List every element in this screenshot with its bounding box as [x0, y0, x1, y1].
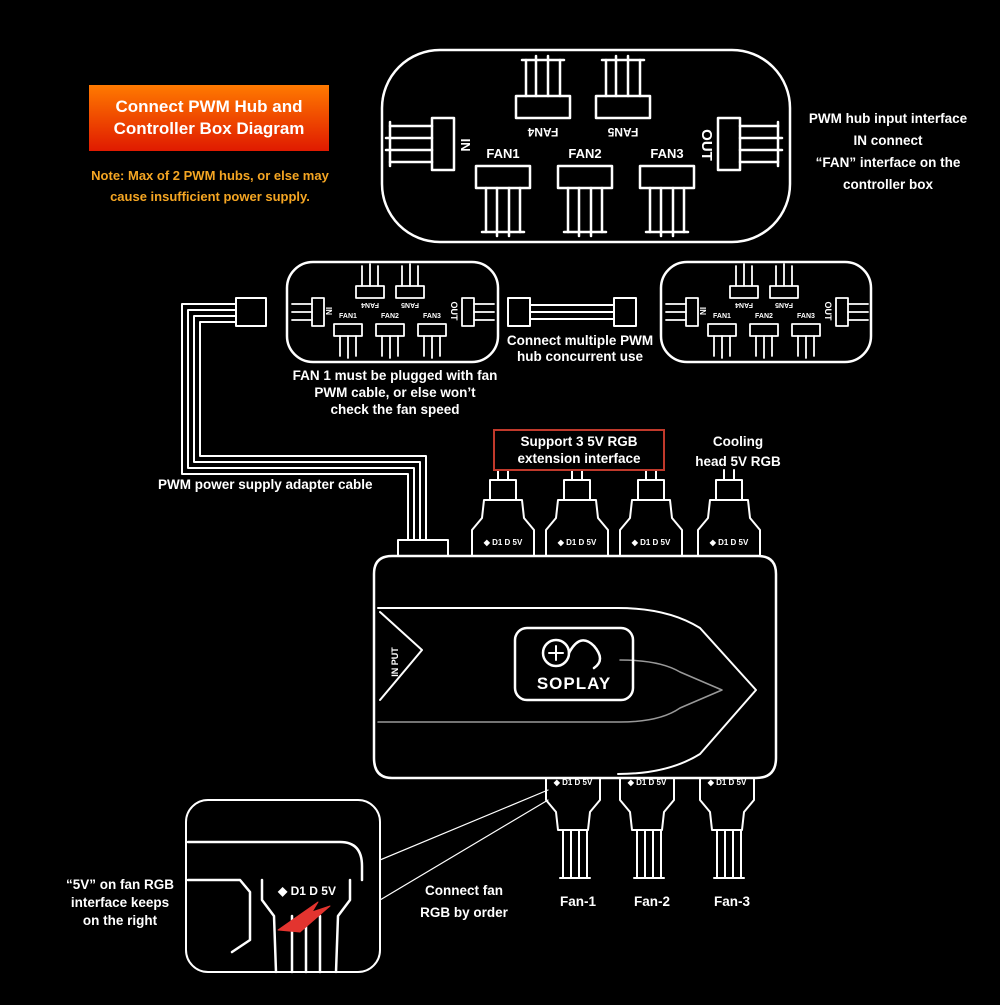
hub-large-out-header [716, 116, 784, 172]
rgb-pin-label-3: ◆ D1 D 5V [631, 538, 671, 547]
zoom-callout-detail [186, 840, 364, 974]
controller-brand: SOPLAY [536, 674, 612, 693]
fan-pin-label-2: ◆ D1 D 5V [627, 778, 667, 787]
fan-pin-label-1: ◆ D1 D 5V [553, 778, 593, 787]
pwm-cable-label: PWM power supply adapter cable [158, 477, 373, 492]
fan-pin-label-3: ◆ D1 D 5V [707, 778, 747, 787]
hub-small-left-headers [291, 263, 495, 359]
zoom-line-2 [379, 799, 549, 901]
hub-small-left-fan2-label: FAN2 [381, 313, 399, 320]
hub-large-fan1-header [474, 164, 532, 238]
zoom-pin-label: ◆ D1 D 5V [278, 884, 336, 898]
five-v-note-label: “5V” on fan RGB interface keeps on the r… [65, 877, 174, 928]
title-badge: Connect PWM Hub and Controller Box Diagr… [89, 85, 329, 151]
hub-input-label: PWM hub input interface IN connect “FAN”… [808, 111, 968, 192]
hub-large-fan5-header [594, 54, 652, 120]
pwm-adapter-cable [181, 297, 449, 557]
arrow-icon [277, 901, 331, 933]
hub-small-right-in-label: IN [698, 307, 707, 315]
diagram-title: Connect PWM Hub and Controller Box Diagr… [113, 97, 305, 138]
hub-small-left-fan1-label: FAN1 [339, 313, 357, 320]
hub-large-in-label: IN [458, 138, 473, 152]
hub-small-right-headers [665, 263, 869, 359]
support-rgb-label: Support 3 5V RGB extension interface [517, 434, 641, 466]
connect-fan-rgb-label: Connect fan RGB by order [420, 883, 508, 920]
power-note: Note: Max of 2 PWM hubs, or else may cau… [91, 168, 329, 204]
fan-rgb-outputs [545, 777, 755, 879]
hub-large-out-label: OUT [698, 129, 715, 161]
rgb-pin-label-4: ◆ D1 D 5V [709, 538, 749, 547]
cooling-head-label: Cooling head 5V RGB [695, 434, 781, 469]
hub-small-right-fan4-label: FAN4 [735, 301, 753, 308]
hub-small-right-fan1-label: FAN1 [713, 313, 731, 320]
hub-small-left-in-label: IN [324, 307, 333, 315]
hub-small-left-outline [285, 260, 500, 364]
hub-small-right-fan5-label: FAN5 [775, 301, 793, 308]
hub-small-left-fan4-label: FAN4 [361, 301, 379, 308]
hub-small-left-fan5-label: FAN5 [401, 301, 419, 308]
hub-large-fan1-label: FAN1 [486, 146, 520, 161]
hub-large-in-header [384, 116, 456, 172]
hub-large-fan2-header [556, 164, 614, 238]
hub-small-left-out-label: OUT [449, 301, 459, 321]
fan-output-2-label: Fan-2 [633, 894, 670, 909]
controller-input-label: IN PUT [390, 647, 400, 677]
hub-large-fan2-label: FAN2 [568, 146, 602, 161]
zoom-callout-frame [185, 799, 381, 973]
hub-small-right-out-label: OUT [823, 301, 833, 321]
hub-small-right-outline [659, 260, 873, 364]
fan1-note-label: FAN 1 must be plugged with fan PWM cable… [292, 368, 498, 417]
hub-small-left-fan3-label: FAN3 [423, 313, 441, 320]
rgb-pin-label-2: ◆ D1 D 5V [557, 538, 597, 547]
rgb-extension-highlight [493, 429, 665, 471]
hub-small-right-fan3-label: FAN3 [797, 313, 815, 320]
controller-box [372, 554, 778, 780]
fan-output-3-label: Fan-3 [713, 894, 750, 909]
rgb-extension-headers [471, 469, 761, 557]
rgb-pin-label-1: ◆ D1 D 5V [483, 538, 523, 547]
hub-small-right-fan2-label: FAN2 [755, 313, 773, 320]
hub-large-fan3-header [638, 164, 696, 238]
zoom-line-1 [379, 789, 549, 861]
hub-large-fan4-header [514, 54, 572, 120]
hub-large-fan3-label: FAN3 [650, 146, 684, 161]
hub-large-fan4-label: FAN4 [527, 125, 559, 139]
connect-multiple-label: Connect multiple PWM hub concurrent use [506, 333, 654, 364]
hub-large-outline [380, 48, 792, 244]
fan-output-1-label: Fan-1 [559, 894, 596, 909]
hub-link-cable [507, 297, 637, 327]
hub-large-fan5-label: FAN5 [607, 125, 639, 139]
